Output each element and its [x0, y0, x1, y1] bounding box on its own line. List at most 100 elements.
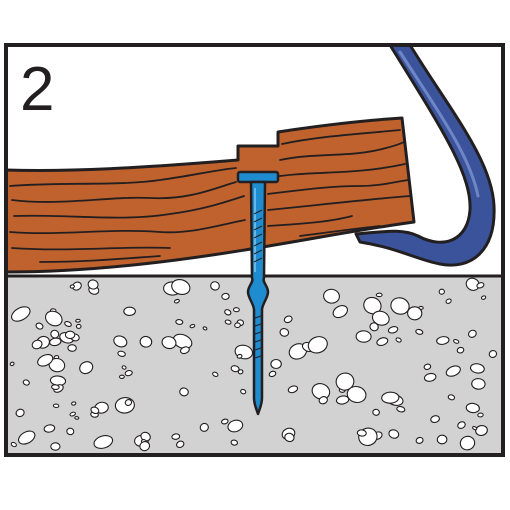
aggregate-speck [171, 278, 191, 296]
aggregate-speck [44, 310, 63, 327]
aggregate-speck [438, 288, 445, 295]
aggregate-speck [31, 339, 43, 350]
aggregate-speck [90, 406, 100, 415]
aggregate-speck [221, 292, 230, 300]
aggregate-speck [234, 322, 241, 329]
aggregate-speck [375, 292, 383, 298]
aggregate-speck [93, 435, 114, 449]
aggregate-speck [11, 306, 31, 322]
aggregate-speck [67, 344, 77, 352]
aggregate-speck [283, 315, 293, 324]
aggregate-speck [176, 440, 185, 449]
aggregate-speck [124, 398, 133, 407]
aggregate-speck [117, 350, 126, 357]
aggregate-speck [287, 385, 299, 394]
concrete-aggregate [9, 277, 498, 452]
aggregate-speck [64, 330, 76, 340]
aggregate-speck [465, 402, 480, 414]
aggregate-speck [123, 306, 136, 316]
aggregate-speck [139, 440, 151, 452]
aggregate-speck [430, 415, 440, 424]
aggregate-speck [363, 296, 382, 315]
aggregate-speck [307, 336, 328, 354]
aggregate-speck [388, 429, 400, 439]
aggregate-speck [175, 319, 184, 325]
aggregate-speck [284, 432, 295, 443]
crowbar-icon [354, 43, 496, 267]
aggregate-speck [50, 442, 61, 451]
aggregate-speck [189, 323, 196, 329]
aggregate-speck [124, 369, 133, 377]
aggregate-speck [69, 411, 76, 417]
aggregate-speck [240, 388, 247, 395]
aggregate-speck [172, 333, 193, 350]
aggregate-speck [476, 282, 485, 289]
aggregate-speck [227, 419, 244, 433]
aggregate-speck [390, 297, 410, 315]
aggregate-speck [179, 346, 190, 355]
aggregate-speck [113, 335, 128, 348]
wooden-board [4, 116, 416, 274]
aggregate-speck [372, 408, 380, 416]
aggregate-speck [224, 309, 232, 316]
aggregate-speck [118, 374, 125, 379]
aggregate-speck [396, 405, 406, 413]
aggregate-speck [407, 306, 423, 321]
aggregate-speck [445, 365, 461, 377]
step-number: 2 [20, 55, 54, 124]
aggregate-speck [395, 337, 402, 343]
aggregate-speck [210, 281, 220, 291]
aggregate-speck [221, 418, 229, 425]
aggregate-speck [75, 323, 82, 329]
aggregate-speck [369, 322, 379, 332]
aggregate-speck [79, 361, 94, 375]
aggregate-speck [69, 284, 75, 289]
aggregate-speck [139, 335, 153, 348]
aggregate-speck [457, 421, 466, 429]
aggregate-speck [355, 330, 372, 343]
wood-grain [9, 129, 411, 263]
aggregate-speck [376, 337, 389, 347]
aggregate-speck [173, 298, 180, 304]
aggregate-speck [66, 427, 75, 436]
aggregate-speck [237, 369, 244, 375]
aggregate-speck [35, 322, 44, 330]
aggregate-speck [415, 436, 424, 444]
aggregate-speck [270, 358, 282, 370]
aggregate-speck [311, 383, 331, 400]
aggregate-speck [64, 321, 72, 327]
aggregate-speck [224, 319, 232, 325]
aggregate-speck [9, 361, 15, 367]
aggregate-speck [230, 439, 239, 446]
aggregate-speck [236, 353, 243, 359]
aggregate-speck [456, 346, 465, 354]
aggregate-speck [415, 328, 424, 335]
aggregate-speck [171, 433, 181, 440]
aggregate-speck [423, 363, 432, 371]
aggregate-speck [472, 425, 478, 431]
aggregate-speck [477, 412, 484, 418]
panel-frame [4, 43, 505, 457]
aggregate-speck [436, 336, 450, 345]
aggregate-speck [268, 370, 277, 378]
aggregate-speck [467, 329, 477, 338]
aggregate-speck [318, 396, 328, 405]
aggregate-speck [17, 430, 36, 445]
aggregate-speck [75, 318, 81, 323]
aggregate-speck [179, 387, 189, 397]
aggregate-speck [423, 372, 437, 382]
aggregate-speck [445, 298, 452, 304]
aggregate-speck [279, 328, 290, 337]
aggregate-speck [10, 441, 17, 448]
aggregate-speck [71, 401, 77, 406]
aggregate-speck [15, 408, 25, 418]
aggregate-speck [323, 288, 340, 304]
aggregate-speck [22, 379, 30, 386]
aggregate-speck [212, 371, 219, 377]
aggregate-speck [346, 385, 367, 404]
aggregate-speck [332, 305, 348, 319]
aggregate-speck [453, 338, 460, 344]
aggregate-speck [475, 425, 488, 436]
